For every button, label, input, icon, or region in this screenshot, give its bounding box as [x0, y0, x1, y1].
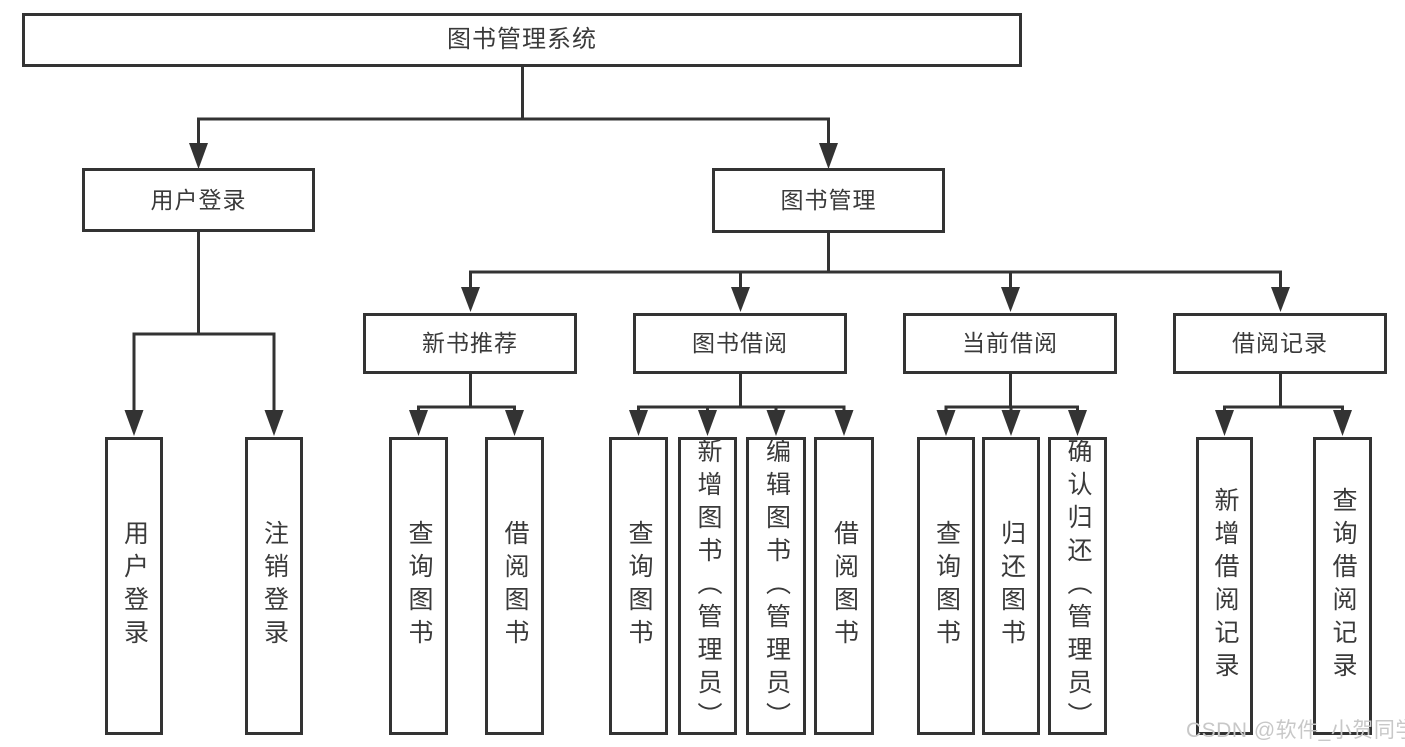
arrow-icon	[409, 410, 428, 436]
node-current-confirm-return-admin: 确认归还（管理员）	[1048, 437, 1107, 735]
node-borrow-records: 借阅记录	[1173, 313, 1387, 374]
wire-records-split	[1223, 405, 1344, 412]
node-current-query-books: 查询图书	[917, 437, 975, 735]
arrow-icon	[461, 287, 480, 312]
arrow-icon	[731, 287, 750, 312]
node-borrow-query-books: 查询图书	[609, 437, 668, 735]
arrow-icon	[1333, 410, 1352, 436]
node-recommend-borrow-books: 借阅图书	[485, 437, 544, 735]
arrow-icon	[1001, 410, 1021, 436]
arrow-icon	[936, 410, 956, 436]
arrow-icon	[834, 410, 854, 436]
wire-borrow-split	[637, 405, 846, 412]
node-user-login: 用户登录	[82, 168, 315, 232]
wire-recommend-split	[417, 405, 516, 412]
arrow-icon	[189, 143, 208, 169]
node-records-add-record: 新增借阅记录	[1196, 437, 1253, 735]
watermark: CSDN @软件_小贺同学	[1186, 719, 1405, 742]
arrow-icon	[819, 143, 838, 169]
node-current-return-books: 归还图书	[982, 437, 1040, 735]
node-recommend-query-books: 查询图书	[389, 437, 448, 735]
arrow-icon	[629, 410, 648, 436]
node-records-query-record: 查询借阅记录	[1313, 437, 1372, 735]
wire-root-split	[197, 117, 830, 146]
node-new-book-recommend: 新书推荐	[363, 313, 577, 374]
arrow-icon	[505, 410, 524, 436]
node-current-borrow: 当前借阅	[903, 313, 1117, 374]
arrow-icon	[124, 410, 144, 436]
node-leaf-user-login: 用户登录	[105, 437, 163, 735]
arrow-icon	[1068, 410, 1087, 436]
node-borrow-borrow-books: 借阅图书	[814, 437, 874, 735]
node-leaf-logout: 注销登录	[245, 437, 303, 735]
node-borrow-add-books-admin: 新增图书（管理员）	[678, 437, 737, 735]
arrow-icon	[766, 410, 786, 436]
wire-login-split	[132, 332, 276, 412]
arrow-icon	[1001, 287, 1020, 312]
arrow-icon	[698, 410, 717, 436]
arrow-icon	[1215, 410, 1234, 436]
node-root: 图书管理系统	[22, 13, 1022, 67]
node-book-borrow: 图书借阅	[633, 313, 847, 374]
arrow-icon	[264, 410, 284, 436]
node-book-management: 图书管理	[712, 168, 945, 233]
node-borrow-edit-books-admin: 编辑图书（管理员）	[746, 437, 806, 735]
arrow-icon	[1271, 287, 1290, 312]
wire-management-split	[469, 270, 1282, 289]
